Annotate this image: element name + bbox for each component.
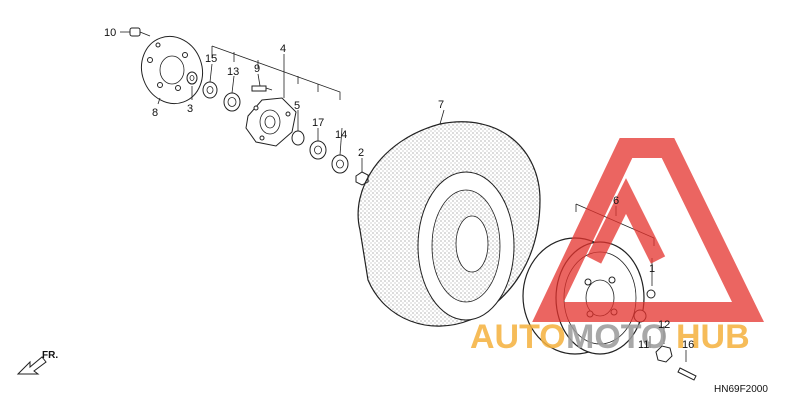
callout-2: 2 <box>358 147 364 159</box>
callout-8: 8 <box>152 107 158 119</box>
castle-nut-11 <box>655 345 673 363</box>
callout-4: 4 <box>280 43 286 55</box>
stud-bolt-9 <box>251 85 273 92</box>
callout-15: 15 <box>205 53 217 65</box>
watermark-logo <box>532 138 765 322</box>
bearing-15 <box>202 81 218 99</box>
wheel-hub <box>245 97 297 147</box>
watermark-text-auto: AUTO <box>470 318 566 356</box>
callout-1: 1 <box>649 263 655 275</box>
drawing-code: HN69F2000 <box>714 384 768 395</box>
callout-13: 13 <box>227 66 239 78</box>
bearing-17 <box>309 140 327 160</box>
callout-6: 6 <box>613 195 619 207</box>
cotter-pin-16 <box>677 367 697 381</box>
callout-14: 14 <box>335 129 347 141</box>
watermark-text-moto: MOTO <box>566 318 667 356</box>
front-direction-arrow: FR. <box>16 350 58 375</box>
callout-7: 7 <box>438 99 444 111</box>
spacer-13 <box>223 92 241 112</box>
direction-label: FR. <box>42 350 58 361</box>
bearing-14 <box>331 154 349 174</box>
callout-10: 10 <box>104 27 116 39</box>
callout-11: 11 <box>638 339 649 351</box>
watermark-red-triangle <box>532 138 765 322</box>
seal-3 <box>186 71 198 85</box>
collar-5 <box>291 130 305 146</box>
watermark-text-hub: HUB <box>676 318 750 356</box>
callout-5: 5 <box>294 100 300 112</box>
disc-bolt <box>129 27 151 37</box>
brake-disc <box>141 35 203 105</box>
callout-3: 3 <box>187 103 193 115</box>
callout-9: 9 <box>254 63 260 75</box>
callout-17: 17 <box>312 117 324 129</box>
callout-12: 12 <box>658 319 670 331</box>
callout-16: 16 <box>682 339 694 351</box>
tire <box>357 121 541 327</box>
